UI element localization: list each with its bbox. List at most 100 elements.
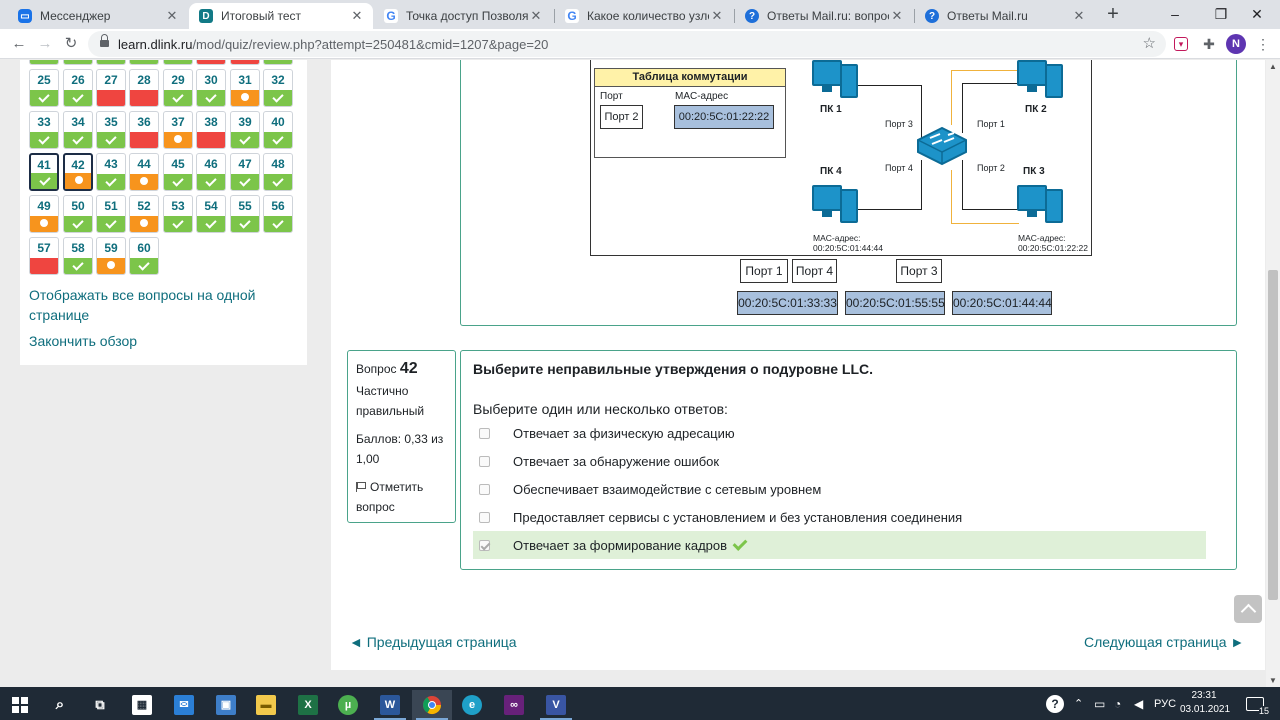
minimize-button[interactable]: – (1171, 6, 1179, 22)
question-nav-button[interactable]: 42 (63, 153, 93, 191)
answer-option[interactable]: Обеспечивает взаимодействие с сетевым ур… (473, 475, 1206, 503)
question-nav-button[interactable]: 30 (196, 69, 226, 107)
scrollbar-thumb[interactable] (1268, 270, 1278, 600)
window-close-button[interactable]: ✕ (1251, 6, 1263, 22)
question-nav-button[interactable]: 43 (96, 153, 126, 191)
answer-port-drop[interactable]: Порт 3 (896, 259, 942, 283)
question-nav-button[interactable]: 47 (230, 153, 260, 191)
new-tab-button[interactable]: + (1107, 3, 1119, 25)
answer-checkbox[interactable] (479, 455, 490, 467)
question-nav-button[interactable]: 33 (29, 111, 59, 149)
question-nav-button[interactable]: 56 (263, 195, 293, 233)
close-icon[interactable]: ✕ (530, 8, 542, 23)
question-nav-button[interactable]: 29 (163, 69, 193, 107)
close-icon[interactable]: ✕ (166, 8, 178, 23)
question-nav-button[interactable]: 38 (196, 111, 226, 149)
page-scrollbar[interactable]: ▲ ▼ (1266, 60, 1280, 687)
answer-mac-drop[interactable]: 00:20:5C:01:55:55 (845, 291, 945, 315)
question-nav-button[interactable]: 60 (129, 237, 159, 275)
restore-button[interactable]: ❐ (1214, 6, 1228, 22)
wifi-icon[interactable]: ◔ (1114, 696, 1122, 711)
scroll-down-arrow-icon[interactable]: ▼ (1269, 676, 1277, 685)
answer-option[interactable]: Предоставляет сервисы с установлением и … (473, 503, 1206, 531)
forward-button[interactable]: → (37, 35, 53, 52)
tab-mailru[interactable]: ? Ответы Mail.ru ✕ (915, 3, 1095, 29)
question-nav-button[interactable]: 41 (29, 153, 59, 191)
question-nav-button[interactable]: 51 (96, 195, 126, 233)
excel-icon[interactable]: X (288, 690, 328, 720)
question-nav-button[interactable]: 31 (230, 69, 260, 107)
store-icon[interactable]: ▦ (122, 690, 162, 720)
visual-studio-icon[interactable]: ∞ (494, 690, 534, 720)
show-all-questions-link[interactable]: Отображать все вопросы на одной странице (29, 285, 255, 325)
tab-nodes-count[interactable]: G Какое количество узлов до ✕ (555, 3, 733, 29)
close-icon[interactable]: ✕ (891, 8, 903, 23)
bookmark-star-icon[interactable]: ☆ (1142, 35, 1156, 52)
question-nav-button[interactable]: 54 (196, 195, 226, 233)
question-nav-button-partial[interactable] (29, 60, 59, 65)
question-nav-button[interactable]: 34 (63, 111, 93, 149)
mail-icon[interactable]: ✉ (164, 690, 204, 720)
answer-port-drop[interactable]: Порт 4 (792, 259, 837, 283)
menu-kebab-icon[interactable]: ⋮ (1256, 36, 1270, 52)
question-nav-button[interactable]: 44 (129, 153, 159, 191)
language-indicator[interactable]: РУС (1154, 697, 1177, 710)
answer-checkbox[interactable] (479, 427, 490, 439)
question-nav-button[interactable]: 28 (129, 69, 159, 107)
question-nav-button[interactable]: 26 (63, 69, 93, 107)
network-icon[interactable]: ▭ (1094, 696, 1106, 711)
reload-button[interactable]: ↻ (64, 35, 78, 52)
back-to-top-button[interactable] (1234, 595, 1262, 623)
search-icon[interactable]: ⌕ (55, 696, 65, 713)
question-nav-button[interactable]: 50 (63, 195, 93, 233)
help-icon[interactable]: ? (1046, 687, 1064, 720)
url-text[interactable]: learn.dlink.ru/mod/quiz/review.php?attem… (118, 37, 548, 52)
tab-final-test[interactable]: D Итоговый тест ✕ (189, 3, 373, 29)
answer-mac-drop[interactable]: 00:20:5C:01:44:44 (952, 291, 1052, 315)
word-icon[interactable]: W (370, 690, 410, 720)
previous-page-link[interactable]: ◄ Предыдущая страница (349, 634, 517, 650)
question-nav-button-partial[interactable] (196, 60, 226, 65)
chrome-icon[interactable] (412, 690, 452, 720)
scroll-up-arrow-icon[interactable]: ▲ (1269, 62, 1277, 71)
extension-icon[interactable]: ▾ (1174, 37, 1188, 51)
next-page-link[interactable]: Следующая страница ► (1084, 634, 1245, 650)
utorrent-icon[interactable]: µ (328, 690, 368, 720)
tab-mailru-question[interactable]: ? Ответы Mail.ru: вопрос ✕ (735, 3, 913, 29)
question-nav-button[interactable]: 52 (129, 195, 159, 233)
tab-access-point[interactable]: G Точка доступ Позволяет об ✕ (374, 3, 552, 29)
question-nav-button-partial[interactable] (230, 60, 260, 65)
folder-icon[interactable]: ▬ (246, 690, 286, 720)
answer-checkbox-checked[interactable] (479, 539, 490, 551)
question-nav-button[interactable]: 39 (230, 111, 260, 149)
clock[interactable]: 23:31 03.01.2021 (1180, 689, 1230, 717)
visio-icon[interactable]: V (536, 690, 576, 720)
answer-checkbox[interactable] (479, 511, 490, 523)
question-nav-button[interactable]: 59 (96, 237, 126, 275)
task-view-icon[interactable]: ⧉ (95, 697, 105, 712)
answer-mac-drop[interactable]: 00:20:5C:01:33:33 (737, 291, 838, 315)
question-nav-button[interactable]: 55 (230, 195, 260, 233)
question-nav-button[interactable]: 35 (96, 111, 126, 149)
close-icon[interactable]: ✕ (711, 8, 723, 23)
question-nav-button[interactable]: 48 (263, 153, 293, 191)
question-nav-button[interactable]: 37 (163, 111, 193, 149)
question-nav-button[interactable]: 57 (29, 237, 59, 275)
question-nav-button[interactable]: 27 (96, 69, 126, 107)
edge-icon[interactable]: e (452, 690, 492, 720)
tab-messenger[interactable]: ▭ Мессенджер ✕ (8, 3, 188, 29)
answer-port-drop[interactable]: Порт 1 (740, 259, 788, 283)
profile-avatar[interactable]: N (1226, 34, 1246, 54)
question-nav-button-partial[interactable] (163, 60, 193, 65)
notifications-icon[interactable]: 15 (1246, 687, 1269, 720)
extensions-puzzle-icon[interactable]: ✚ (1203, 36, 1215, 52)
question-nav-button-partial[interactable] (129, 60, 159, 65)
question-nav-button-partial[interactable] (263, 60, 293, 65)
address-bar[interactable]: learn.dlink.ru/mod/quiz/review.php?attem… (88, 31, 1166, 57)
question-nav-button[interactable]: 32 (263, 69, 293, 107)
finish-review-link[interactable]: Закончить обзор (29, 333, 138, 349)
answer-checkbox[interactable] (479, 483, 490, 495)
question-nav-button-partial[interactable] (96, 60, 126, 65)
question-nav-button[interactable]: 58 (63, 237, 93, 275)
answer-option[interactable]: Отвечает за обнаружение ошибок (473, 447, 1206, 475)
